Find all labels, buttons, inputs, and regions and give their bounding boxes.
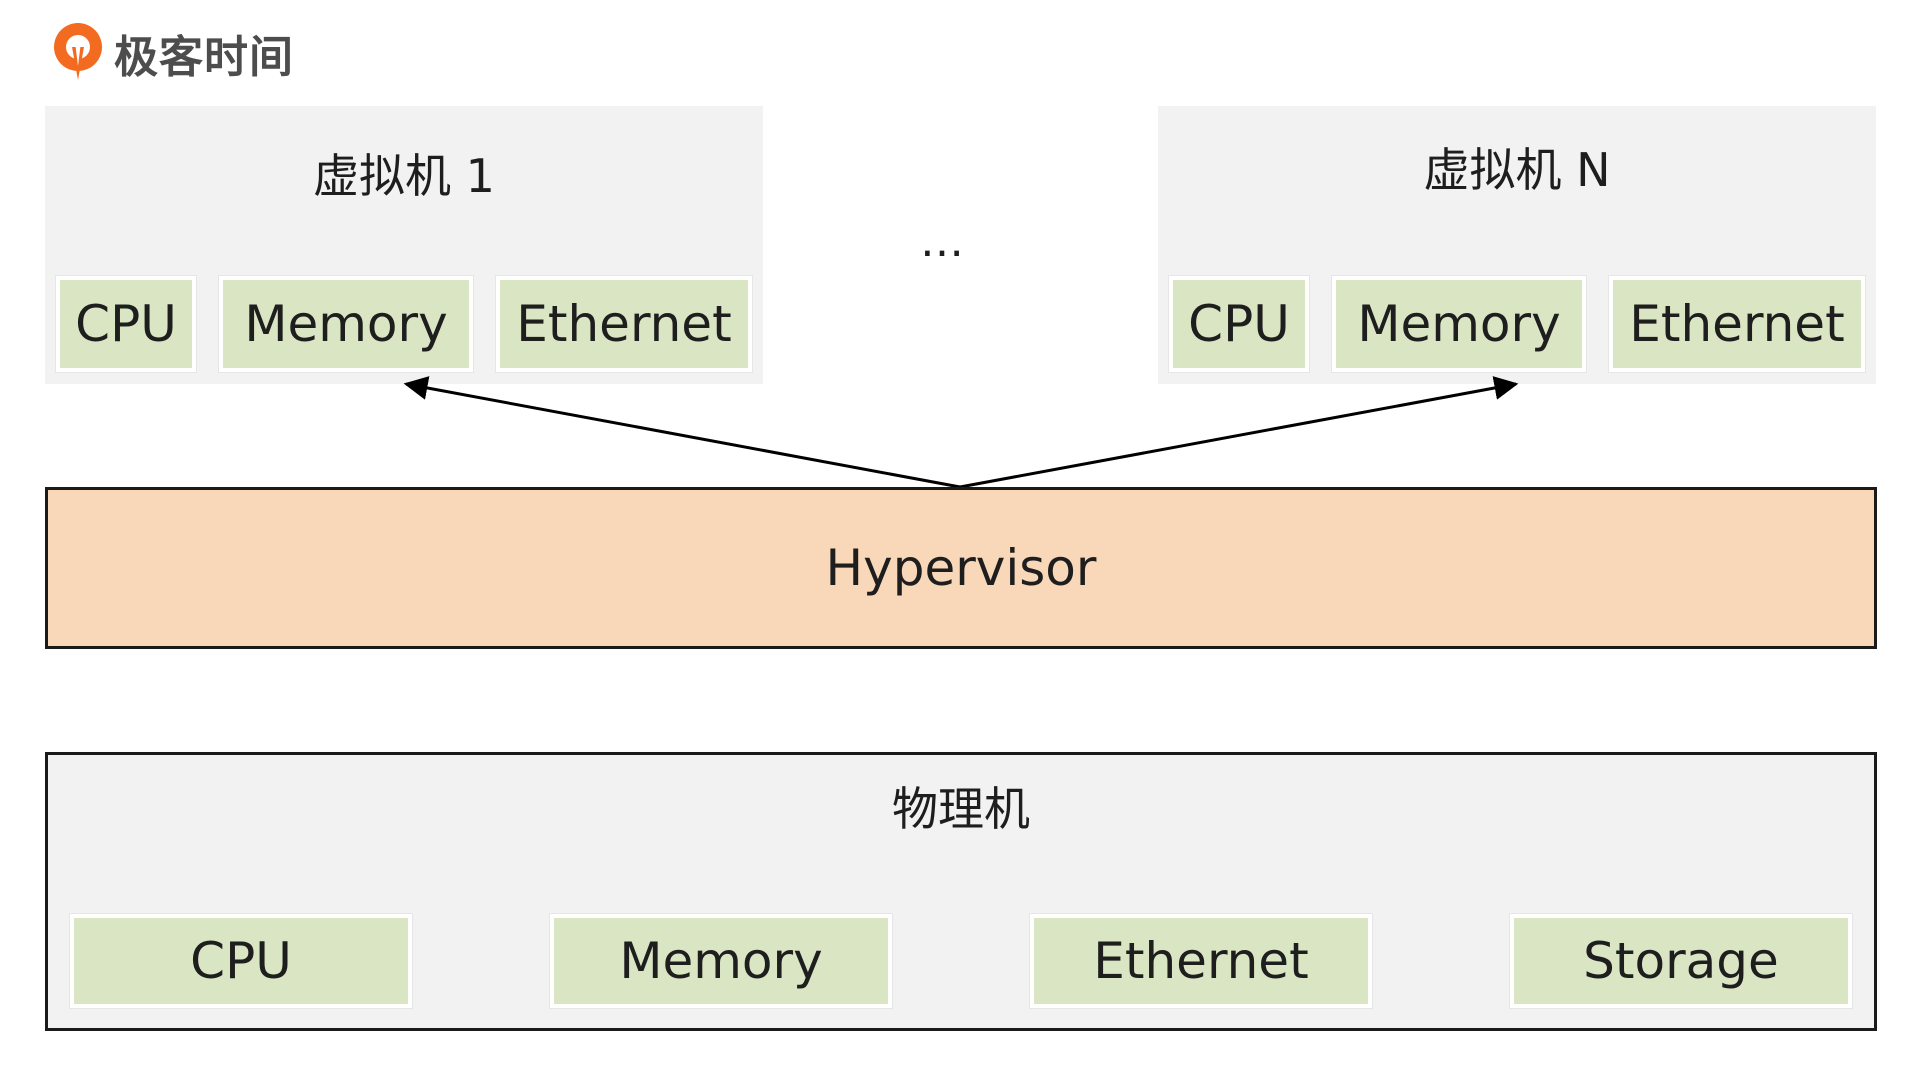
physical-machine-panel: 物理机 CPU Memory Ethernet Storage [45, 752, 1877, 1031]
physical-ethernet: Ethernet [1030, 914, 1372, 1008]
vm-n-ethernet: Ethernet [1609, 276, 1865, 372]
physical-cpu: CPU [70, 914, 412, 1008]
physical-storage: Storage [1510, 914, 1852, 1008]
brand-logo: 极客时间 [52, 20, 294, 86]
arrow-to-vm-1 [403, 376, 961, 489]
hypervisor-layer: Hypervisor [45, 487, 1877, 649]
vm-n-title: 虚拟机 N [1423, 143, 1611, 197]
arrow-to-vm-n [959, 376, 1519, 489]
vm-1-title: 虚拟机 1 [313, 149, 495, 203]
vm-1-panel: 虚拟机 1 CPU Memory Ethernet [45, 106, 763, 384]
vm-n-panel: 虚拟机 N CPU Memory Ethernet [1158, 106, 1876, 384]
vm-n-memory: Memory [1332, 276, 1586, 372]
ellipsis: … [920, 216, 970, 267]
geektime-logo-icon [54, 23, 102, 80]
physical-machine-title: 物理机 [892, 782, 1030, 836]
brand-name: 极客时间 [114, 32, 294, 83]
vm-n-cpu: CPU [1169, 276, 1309, 372]
vm-1-cpu: CPU [56, 276, 196, 372]
vm-1-ethernet: Ethernet [496, 276, 752, 372]
physical-memory: Memory [550, 914, 892, 1008]
vm-1-memory: Memory [219, 276, 473, 372]
